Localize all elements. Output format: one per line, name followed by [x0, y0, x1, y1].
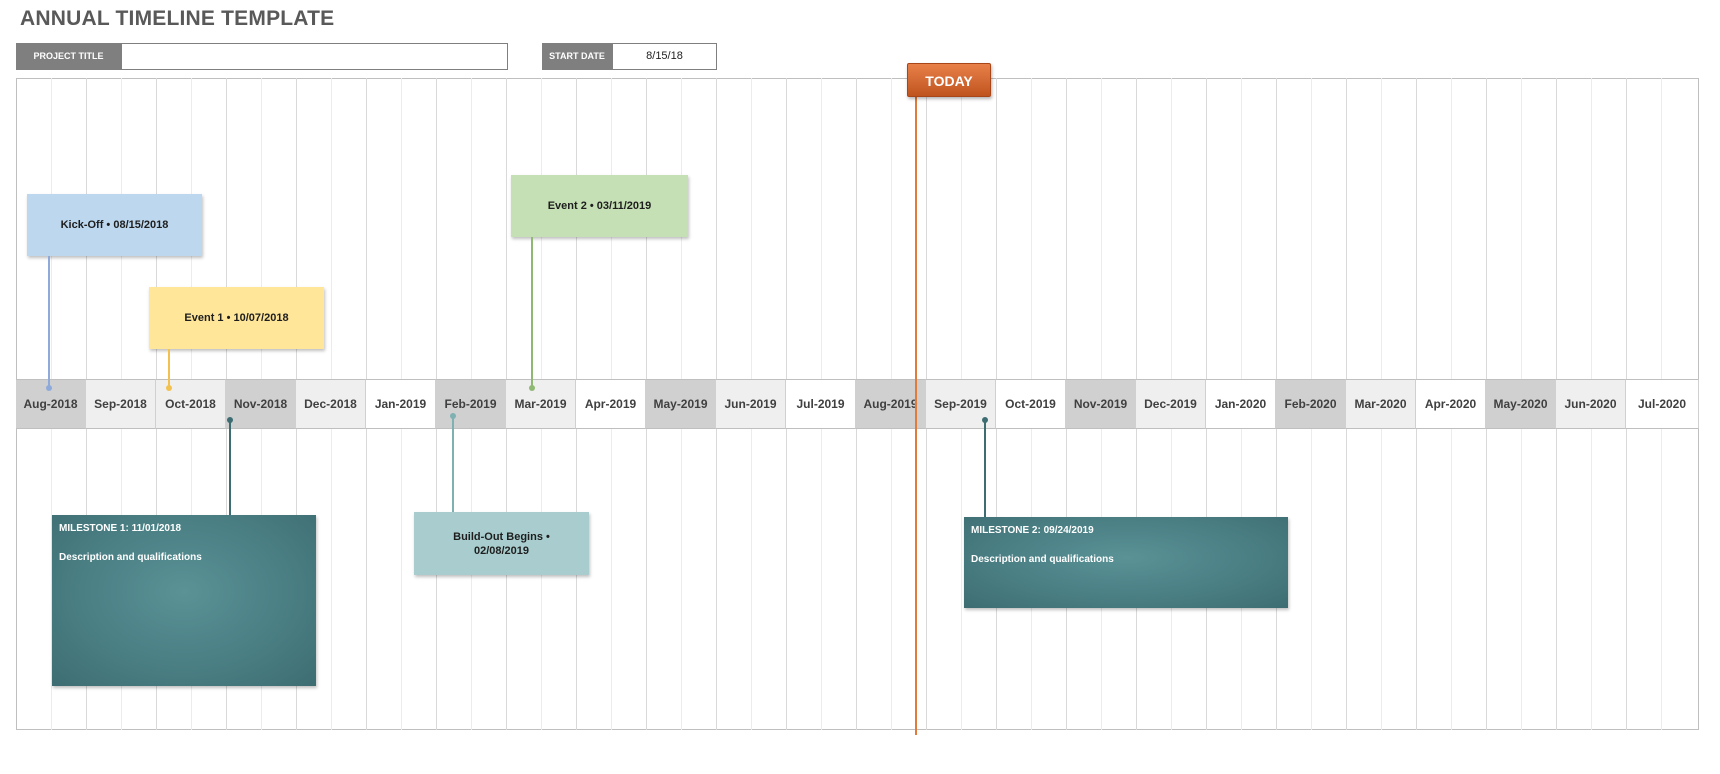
event2-label: Event 2 • 03/11/2019	[547, 200, 652, 212]
kickoff-connector	[48, 256, 50, 388]
today-marker[interactable]: TODAY	[907, 63, 991, 97]
project-title-field[interactable]	[121, 43, 508, 70]
milestone1-description: Description and qualifications	[59, 552, 202, 563]
month-cell: Feb-2020	[1276, 379, 1346, 429]
event1-label: Event 1 • 10/07/2018	[184, 312, 289, 324]
buildout-event-box[interactable]: Build-Out Begins • 02/08/2019	[414, 512, 589, 575]
month-cell: May-2019	[646, 379, 716, 429]
start-date-field[interactable]: 8/15/18	[612, 43, 717, 70]
event1-marker	[166, 385, 172, 391]
month-cell: Sep-2018	[86, 379, 156, 429]
month-cell: Dec-2018	[296, 379, 366, 429]
month-cell: Jul-2019	[786, 379, 856, 429]
month-cell: Jul-2020	[1626, 379, 1699, 429]
month-cell: Apr-2020	[1416, 379, 1486, 429]
buildout-label-line2: 02/08/2019	[473, 544, 530, 557]
start-date-label: START DATE	[542, 43, 612, 70]
kickoff-marker	[46, 385, 52, 391]
month-cell: Nov-2019	[1066, 379, 1136, 429]
event2-marker	[529, 385, 535, 391]
month-cell: Mar-2019	[506, 379, 576, 429]
today-line	[915, 97, 917, 735]
month-cell: Jan-2020	[1206, 379, 1276, 429]
milestone2-title: MILESTONE 2: 09/24/2019	[971, 525, 1094, 536]
project-title-label: PROJECT TITLE	[16, 43, 121, 70]
month-cell: Mar-2020	[1346, 379, 1416, 429]
event2-connector	[531, 237, 533, 388]
month-cell: Oct-2019	[996, 379, 1066, 429]
event1-connector	[168, 349, 170, 388]
kickoff-event-box[interactable]: Kick-Off • 08/15/2018	[27, 194, 202, 256]
kickoff-event-label: Kick-Off • 08/15/2018	[60, 219, 169, 231]
milestone2-connector	[984, 420, 986, 517]
buildout-connector	[452, 416, 454, 512]
month-cell: Apr-2019	[576, 379, 646, 429]
month-cell: Jan-2019	[366, 379, 436, 429]
milestone2-box[interactable]: MILESTONE 2: 09/24/2019 Description and …	[964, 517, 1288, 608]
month-cell: May-2020	[1486, 379, 1556, 429]
milestone1-box[interactable]: MILESTONE 1: 11/01/2018 Description and …	[52, 515, 316, 686]
month-cell: Nov-2018	[226, 379, 296, 429]
page-title: ANNUAL TIMELINE TEMPLATE	[20, 7, 335, 30]
month-cell: Jun-2019	[716, 379, 786, 429]
event2-box[interactable]: Event 2 • 03/11/2019	[511, 175, 688, 237]
month-cell: Dec-2019	[1136, 379, 1206, 429]
buildout-label-line1: Build-Out Begins •	[453, 530, 550, 543]
event1-box[interactable]: Event 1 • 10/07/2018	[149, 287, 324, 349]
month-cell: Feb-2019	[436, 379, 506, 429]
milestone1-connector	[229, 420, 231, 515]
milestone2-description: Description and qualifications	[971, 554, 1114, 565]
month-cell: Jun-2020	[1556, 379, 1626, 429]
month-cell: Aug-2019	[856, 379, 926, 429]
milestone1-title: MILESTONE 1: 11/01/2018	[59, 523, 182, 534]
